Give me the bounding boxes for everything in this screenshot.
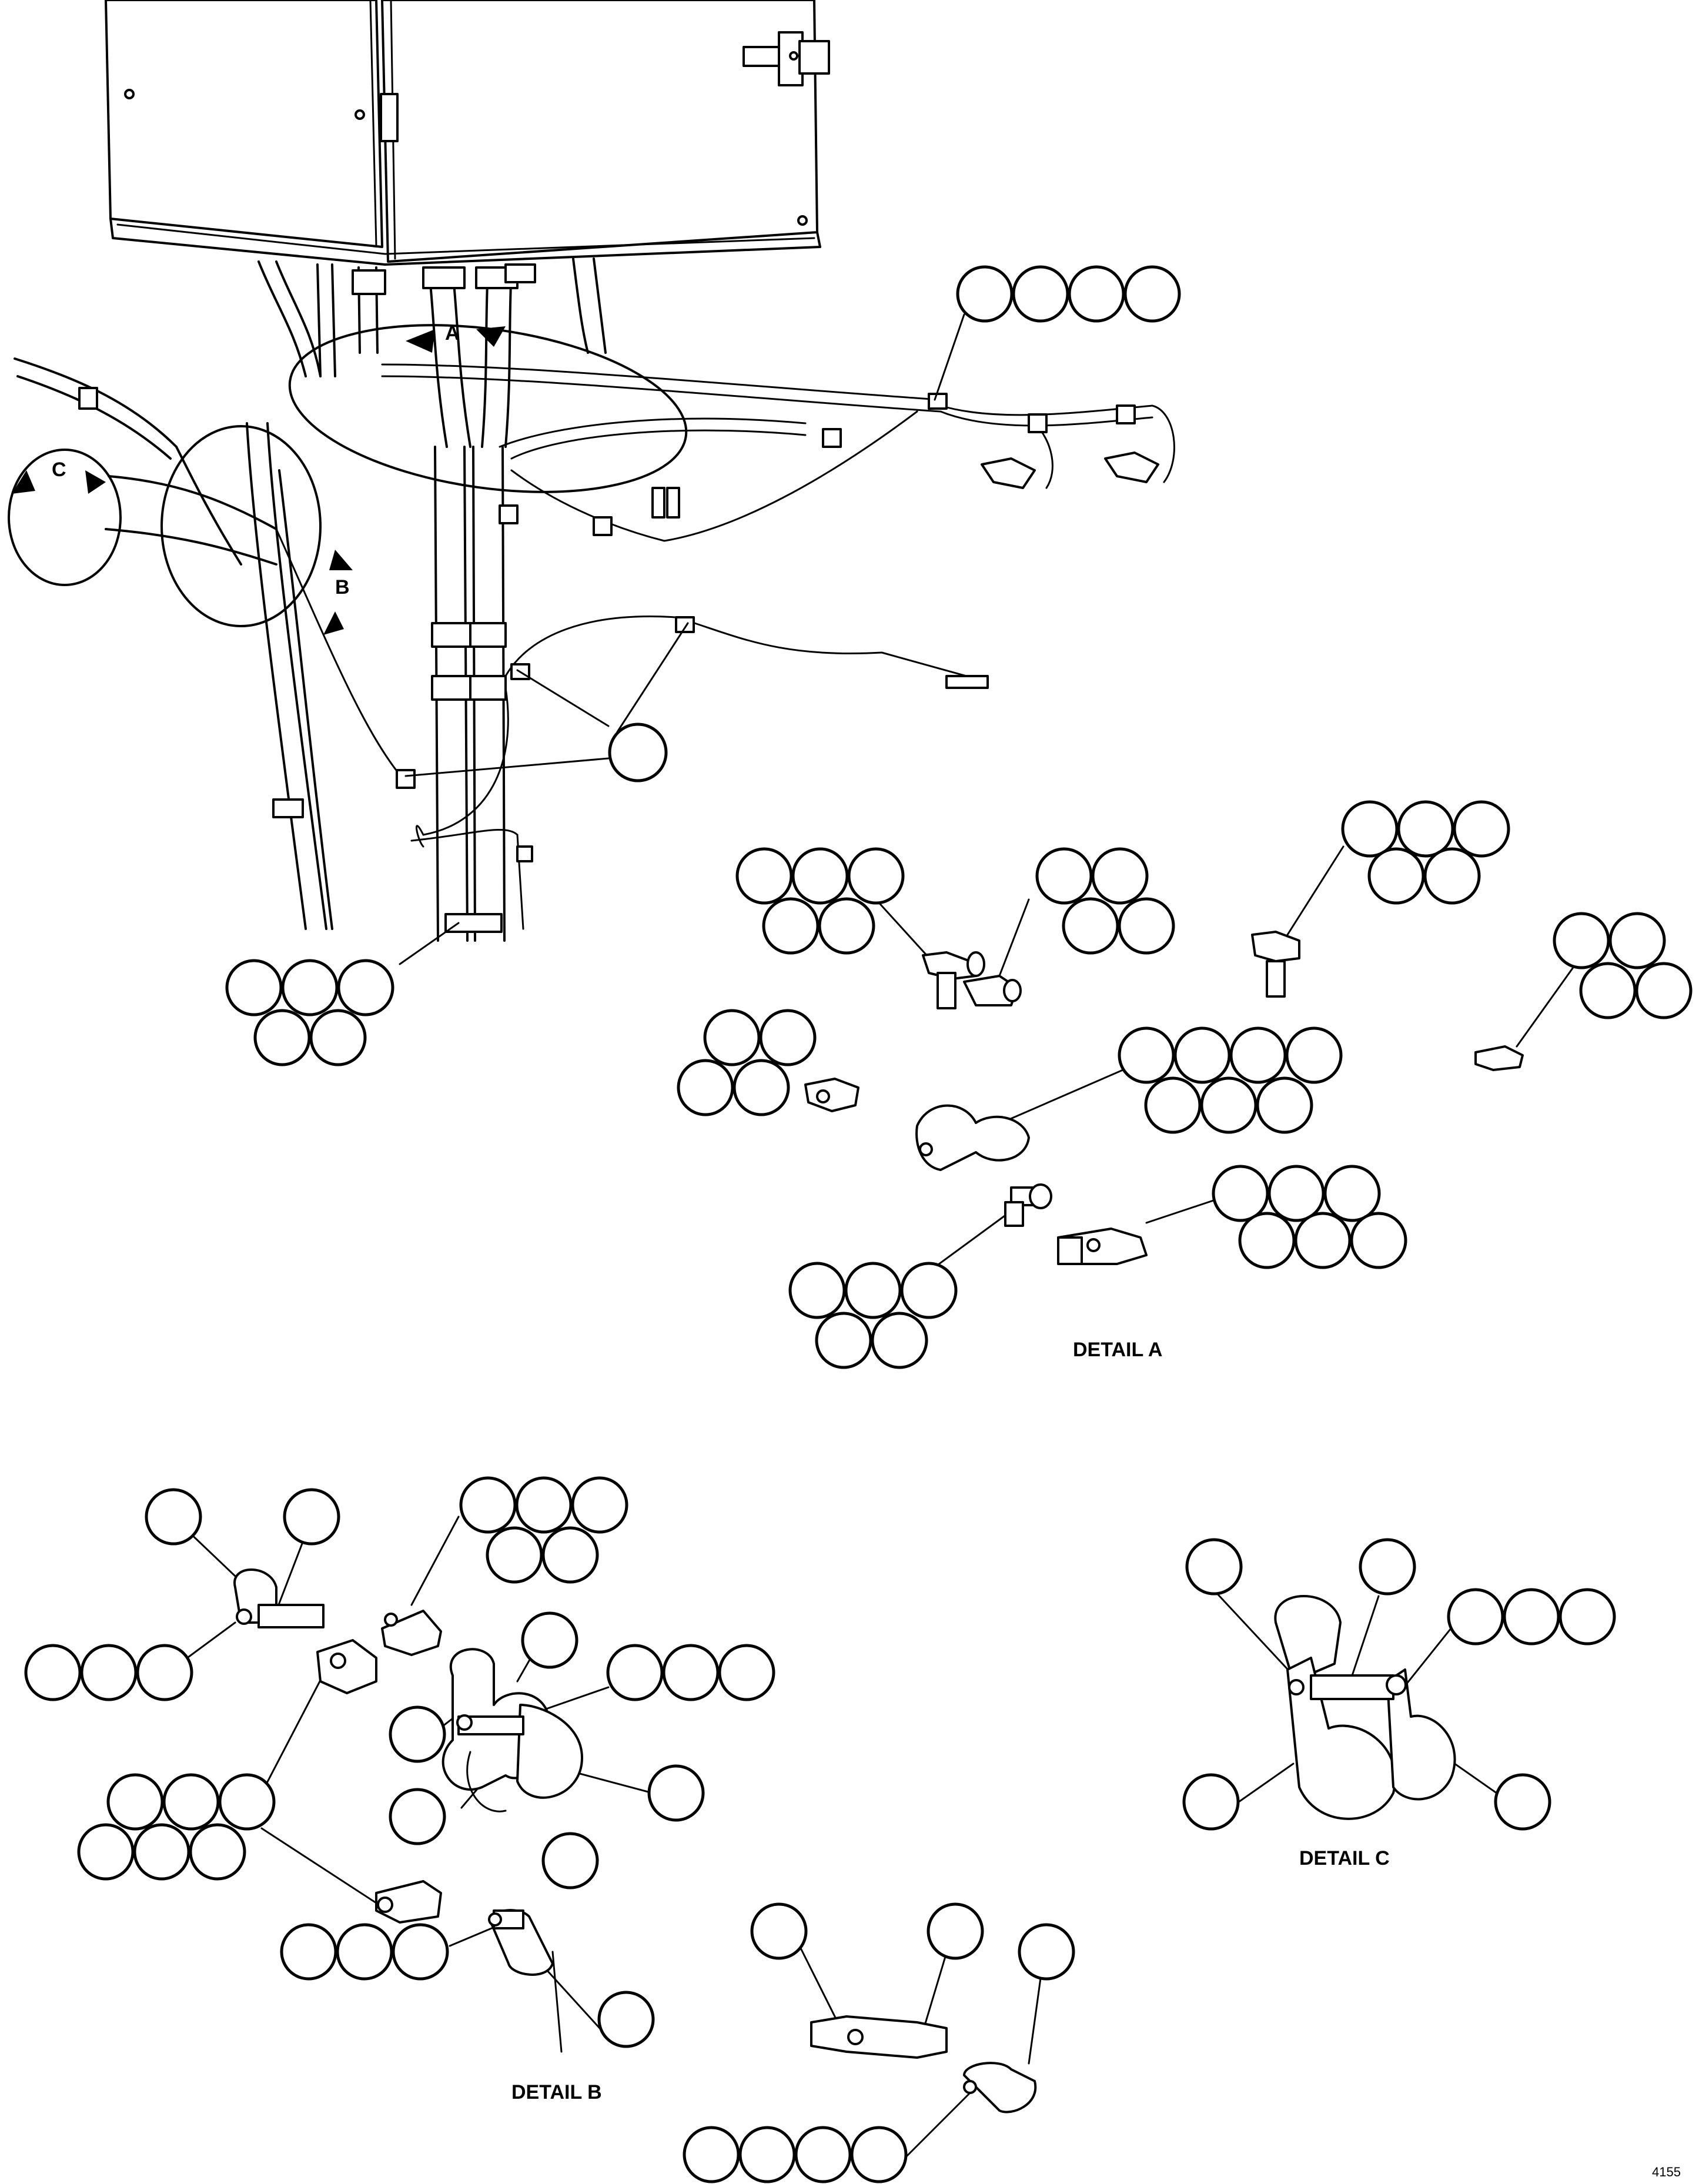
view-label-c: C — [52, 459, 66, 481]
detail-bottom-parts — [810, 2015, 1037, 2113]
caption-detail-c: DETAIL C — [1299, 1847, 1390, 1869]
wire-harness-right — [381, 363, 1175, 542]
item-balloons — [24, 265, 1693, 2183]
caption-detail-b: DETAIL B — [511, 2081, 602, 2103]
figure-number: 4155 — [1652, 2165, 1681, 2179]
conduit-bundle — [14, 257, 607, 942]
caption-detail-a: DETAIL A — [1073, 1339, 1162, 1361]
view-label-b: B — [335, 576, 350, 598]
wire-loop-lower — [275, 528, 989, 930]
detail-c-parts — [1274, 1595, 1456, 1820]
electrical-cabinet — [105, 0, 830, 266]
view-label-a: A — [445, 322, 460, 345]
detail-b-parts — [233, 1568, 583, 1976]
detail-callouts: A B C — [8, 322, 688, 635]
detail-a-parts — [804, 931, 1524, 1265]
